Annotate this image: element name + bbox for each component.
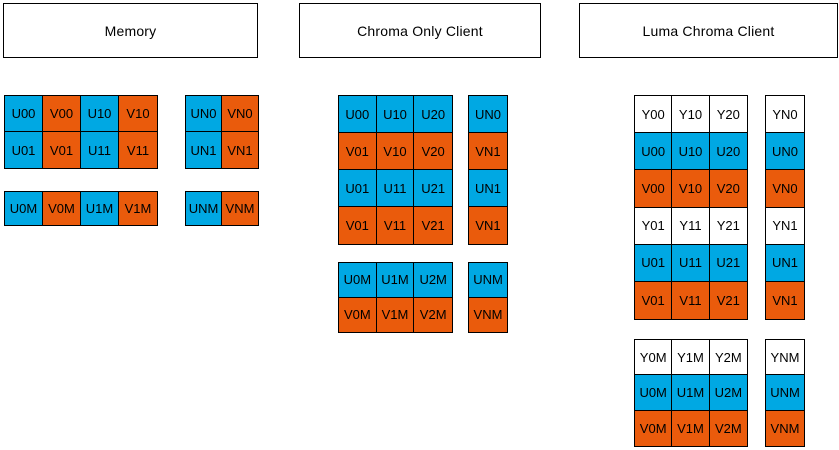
block-chroma-main-bottom: U0MU1MU2M V0MV1MV2M bbox=[338, 262, 453, 333]
cell-vnm: VNM bbox=[469, 298, 507, 333]
cell-vnm: VNM bbox=[766, 411, 804, 446]
cell-y20: Y20 bbox=[710, 96, 747, 133]
cell-vn1: VN1 bbox=[469, 207, 507, 244]
cell-v0m: V0M bbox=[635, 411, 672, 446]
cell-vnm: VNM bbox=[222, 192, 258, 225]
cell-v2m: V2M bbox=[710, 411, 747, 446]
cell-v00: V00 bbox=[635, 170, 672, 207]
cell-u1m: U1M bbox=[81, 192, 119, 225]
panel-title-luma-chroma-client: Luma Chroma Client bbox=[579, 3, 838, 58]
cell-vn1: VN1 bbox=[766, 282, 804, 319]
cell-u00: U00 bbox=[339, 96, 377, 133]
cell-v0m: V0M bbox=[43, 192, 81, 225]
block-chroma-nth-top: UN0VN1UN1VN1 bbox=[468, 95, 508, 245]
cell-u21: U21 bbox=[710, 245, 747, 282]
cell-u1m: U1M bbox=[377, 263, 415, 298]
cell-v0m: V0M bbox=[339, 298, 377, 333]
block-chroma-main-top: U00U10U20V01V10V20U01U11U21V01V11V21 bbox=[338, 95, 453, 245]
cell-u00: U00 bbox=[5, 96, 43, 132]
cell-un0: UN0 bbox=[469, 96, 507, 133]
cell-v1m: V1M bbox=[119, 192, 157, 225]
cell-v11: V11 bbox=[672, 282, 709, 319]
cell-unm: UNM bbox=[766, 375, 804, 410]
cell-un1: UN1 bbox=[469, 170, 507, 207]
cell-u10: U10 bbox=[672, 133, 709, 170]
cell-u01: U01 bbox=[635, 245, 672, 282]
cell-u01: U01 bbox=[5, 132, 43, 168]
cell-u01: U01 bbox=[339, 170, 377, 207]
block-luma-main-top: Y00Y10Y20U00U10U20V00V10V20Y01Y11Y21U01U… bbox=[634, 95, 748, 320]
cell-ynm: YNM bbox=[766, 340, 804, 375]
cell-u00: U00 bbox=[635, 133, 672, 170]
cell-un0: UN0 bbox=[766, 133, 804, 170]
cell-vn0: VN0 bbox=[766, 170, 804, 207]
cell-v10: V10 bbox=[672, 170, 709, 207]
cell-u11: U11 bbox=[81, 132, 119, 168]
cell-v1m: V1M bbox=[377, 298, 415, 333]
cell-vn1: VN1 bbox=[469, 133, 507, 170]
cell-u11: U11 bbox=[672, 245, 709, 282]
block-luma-nth-bottom: YNMUNMVNM bbox=[765, 339, 805, 447]
cell-un1: UN1 bbox=[186, 132, 222, 168]
cell-v01: V01 bbox=[339, 207, 377, 244]
cell-u10: U10 bbox=[377, 96, 415, 133]
cell-u0m: U0M bbox=[339, 263, 377, 298]
cell-v21: V21 bbox=[414, 207, 452, 244]
panel-title-memory: Memory bbox=[3, 3, 258, 58]
cell-v20: V20 bbox=[710, 170, 747, 207]
cell-vn0: VN0 bbox=[222, 96, 258, 132]
cell-v1m: V1M bbox=[672, 411, 709, 446]
cell-v11: V11 bbox=[119, 132, 157, 168]
block-memory-main-bottom: U0MV0MU1MV1M bbox=[4, 191, 158, 226]
cell-u1m: U1M bbox=[672, 375, 709, 410]
cell-y00: Y00 bbox=[635, 96, 672, 133]
cell-u10: U10 bbox=[81, 96, 119, 132]
cell-yn0: YN0 bbox=[766, 96, 804, 133]
cell-v10: V10 bbox=[377, 133, 415, 170]
cell-v01: V01 bbox=[43, 132, 81, 168]
cell-u11: U11 bbox=[377, 170, 415, 207]
panel-title-chroma-only-client: Chroma Only Client bbox=[299, 3, 541, 58]
cell-unm: UNM bbox=[469, 263, 507, 298]
cell-y21: Y21 bbox=[710, 208, 747, 245]
cell-u0m: U0M bbox=[635, 375, 672, 410]
block-memory-nth-top: UN0VN0UN1VN1 bbox=[185, 95, 259, 169]
cell-v01: V01 bbox=[339, 133, 377, 170]
cell-u20: U20 bbox=[414, 96, 452, 133]
cell-u0m: U0M bbox=[5, 192, 43, 225]
cell-v20: V20 bbox=[414, 133, 452, 170]
cell-y1m: Y1M bbox=[672, 340, 709, 375]
block-luma-nth-top: YN0UN0VN0YN1UN1VN1 bbox=[765, 95, 805, 320]
block-memory-main-top: U00V00U10V10U01V01U11V11 bbox=[4, 95, 158, 169]
cell-v2m: V2M bbox=[414, 298, 452, 333]
cell-v21: V21 bbox=[710, 282, 747, 319]
cell-y11: Y11 bbox=[672, 208, 709, 245]
cell-yn1: YN1 bbox=[766, 208, 804, 245]
cell-u21: U21 bbox=[414, 170, 452, 207]
cell-u2m: U2M bbox=[710, 375, 747, 410]
cell-v00: V00 bbox=[43, 96, 81, 132]
cell-v01: V01 bbox=[635, 282, 672, 319]
block-memory-nth-bottom: UNMVNM bbox=[185, 191, 259, 226]
cell-un0: UN0 bbox=[186, 96, 222, 132]
cell-y10: Y10 bbox=[672, 96, 709, 133]
cell-v10: V10 bbox=[119, 96, 157, 132]
cell-v11: V11 bbox=[377, 207, 415, 244]
block-chroma-nth-bottom: UNMVNM bbox=[468, 262, 508, 333]
block-luma-main-bottom: Y0MY1MY2M U0MU1MU2M V0MV1MV2M bbox=[634, 339, 748, 447]
cell-unm: UNM bbox=[186, 192, 222, 225]
cell-u20: U20 bbox=[710, 133, 747, 170]
cell-y0m: Y0M bbox=[635, 340, 672, 375]
cell-un1: UN1 bbox=[766, 245, 804, 282]
cell-vn1: VN1 bbox=[222, 132, 258, 168]
cell-u2m: U2M bbox=[414, 263, 452, 298]
cell-y01: Y01 bbox=[635, 208, 672, 245]
cell-y2m: Y2M bbox=[710, 340, 747, 375]
